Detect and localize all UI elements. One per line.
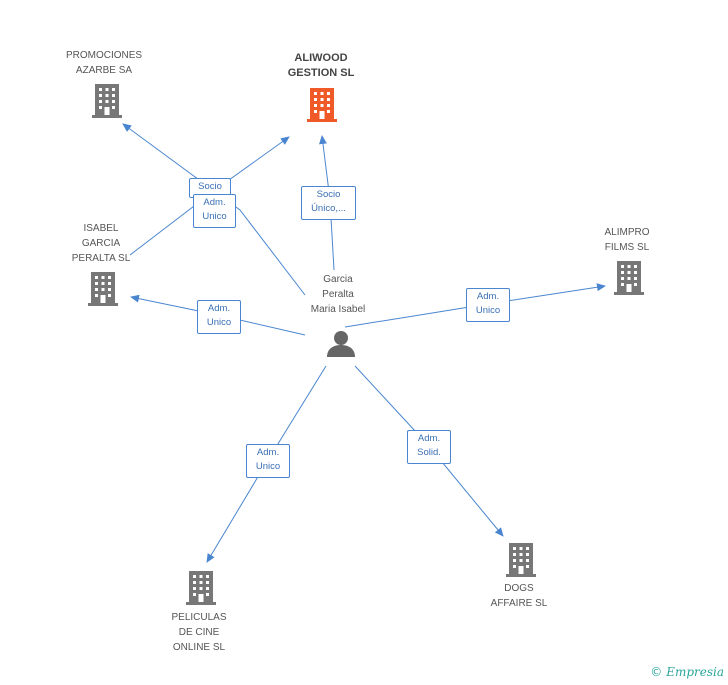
relation-text: Socio [316,189,341,200]
label-line: PELICULAS [171,612,227,623]
label-line: ALIMPRO [604,227,650,238]
relation-text: Unico [475,305,501,316]
label-line: ONLINE SL [172,642,226,653]
relation-badge-adm-unico[interactable]: Adm. Unico [246,444,290,478]
brand-logo: Empresia [666,665,724,679]
label-line: GARCIA [81,238,121,249]
label-line: AFFAIRE SL [490,598,548,609]
relation-text: Adm. [207,303,231,314]
relation-text: Unico [206,317,232,328]
person-name[interactable]: Garcia Peralta Maria Isabel [311,272,365,317]
node-label-promociones[interactable]: PROMOCIONES AZARBE SA [66,48,142,78]
label-line: DE CINE [178,627,220,638]
node-label-dogs[interactable]: DOGS AFFAIRE SL [491,581,548,611]
relation-badge-adm-unico[interactable]: Adm. Unico [466,288,510,322]
relation-badge-adm-unico[interactable]: Adm. Unico [193,194,236,228]
relation-text: Solid. [417,447,441,458]
brand-footer: ©Empresia [650,665,724,679]
relation-text: Adm. [203,197,226,208]
copyright-icon: © [650,665,663,679]
relation-text: Adm. [417,433,441,444]
relation-text: Único,... [311,203,346,214]
relation-text: Unico [255,461,281,472]
label-line: ALIWOOD [294,52,348,64]
label-line: DOGS [504,583,534,594]
building-icon[interactable] [88,272,118,311]
relation-text: Adm. [476,291,500,302]
building-icon-highlight[interactable] [307,88,337,127]
relation-badge-socio-unico[interactable]: Socio Único,... [301,186,356,220]
label-line: PROMOCIONES [65,50,143,61]
building-icon[interactable] [506,543,536,582]
node-label-peliculas[interactable]: PELICULAS DE CINE ONLINE SL [171,610,226,655]
building-icon[interactable] [186,571,216,610]
node-label-aliwood[interactable]: ALIWOOD GESTION SL [288,51,355,81]
edge-promociones [122,123,306,296]
person-icon[interactable] [326,330,356,363]
relation-text: Adm. [256,447,280,458]
node-label-isabel[interactable]: ISABEL GARCIA PERALTA SL [72,221,131,266]
label-line: AZARBE SA [75,65,133,76]
label-line: PERALTA SL [71,253,131,264]
node-label-alimpro[interactable]: ALIMPRO FILMS SL [604,225,649,255]
label-line: GESTION SL [287,67,355,79]
label-line: ISABEL [83,223,119,234]
relation-text: Unico [202,211,227,222]
label-line: Maria Isabel [310,304,366,315]
label-line: Garcia [323,274,353,285]
relation-badge-adm-unico[interactable]: Adm. Unico [197,300,241,334]
label-line: FILMS SL [604,242,650,253]
relation-badge-adm-solid[interactable]: Adm. Solid. [407,430,451,464]
label-line: Peralta [322,289,354,300]
building-icon[interactable] [614,261,644,300]
relation-text: Socio [198,181,222,192]
building-icon[interactable] [92,84,122,123]
